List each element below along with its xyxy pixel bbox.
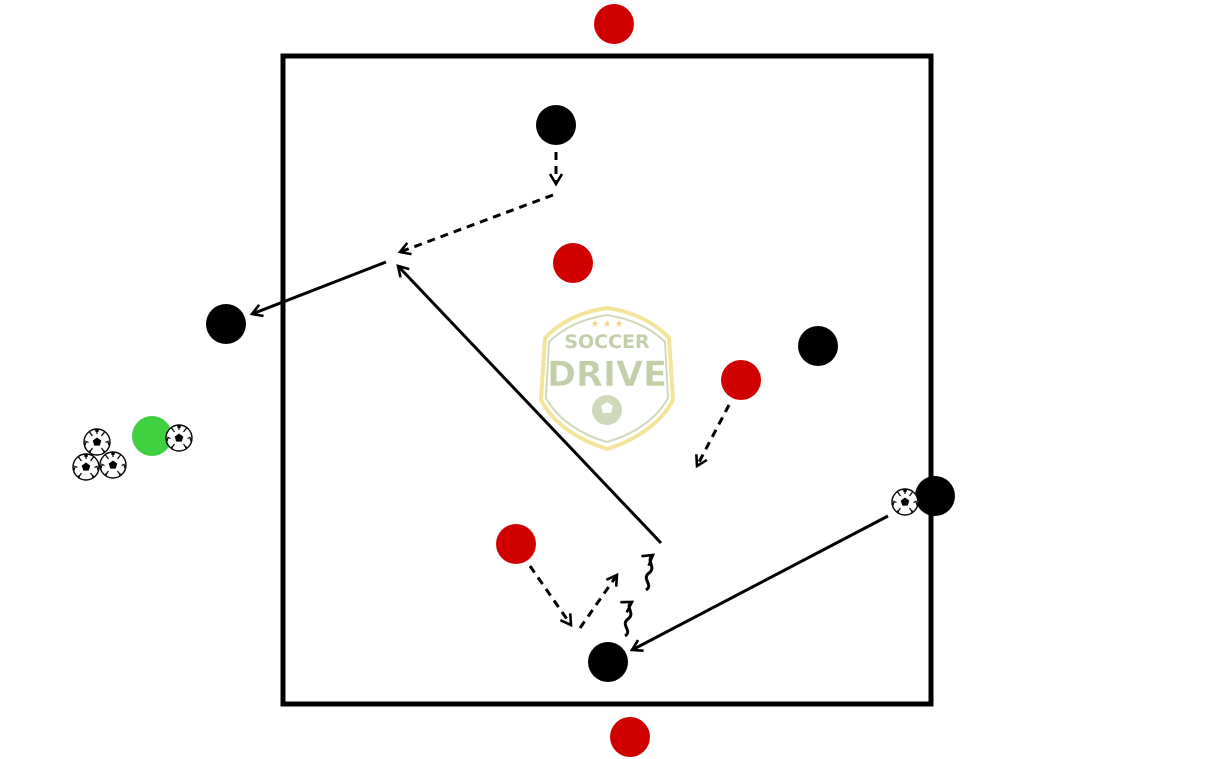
pass-arrow-out-left [252, 260, 387, 314]
watermark-line2: DRIVE [547, 355, 667, 395]
movement-arrows [400, 152, 731, 629]
dribble-squiggle-2 [646, 555, 653, 592]
red-player-top-outside [594, 4, 634, 44]
pass-arrows [252, 260, 889, 650]
ball-icon [165, 424, 193, 452]
black-player-right-boundary [915, 476, 955, 516]
red-team [496, 4, 761, 757]
movement-arrow-support-run [578, 575, 617, 629]
soccer-drive-watermark: ★ ★ ★ SOCCER DRIVE [538, 305, 676, 452]
coach [132, 416, 172, 456]
ball-icon [83, 428, 111, 456]
pass-arrow-long-diagonal [398, 266, 663, 545]
ball-icon [99, 451, 127, 479]
movement-arrow-red-drop [697, 404, 731, 466]
balls [72, 424, 919, 516]
black-player-top [536, 105, 576, 145]
watermark-shield-icon [538, 305, 676, 452]
watermark-stars-icon: ★ ★ ★ [590, 319, 623, 330]
watermark-line1: SOCCER [564, 331, 650, 353]
playing-area-boundary [280, 53, 934, 707]
red-player-bottom-outside [610, 717, 650, 757]
black-player-bottom [588, 642, 628, 682]
red-player-upper-middle [553, 243, 593, 283]
pass-arrow-right-to-bottom [632, 514, 889, 650]
black-team [206, 105, 955, 682]
black-player-right [798, 326, 838, 366]
ball-icon [891, 488, 919, 516]
movement-arrow-diagonal-left [400, 193, 554, 252]
movement-arrow-red-press [528, 565, 571, 625]
black-player-left-outside [206, 304, 246, 344]
dribble-squiggle-1 [625, 602, 632, 638]
red-player-right-middle [721, 360, 761, 400]
dribble-marks [625, 555, 653, 638]
red-player-lower-left [496, 524, 536, 564]
ball-icon [72, 453, 100, 481]
